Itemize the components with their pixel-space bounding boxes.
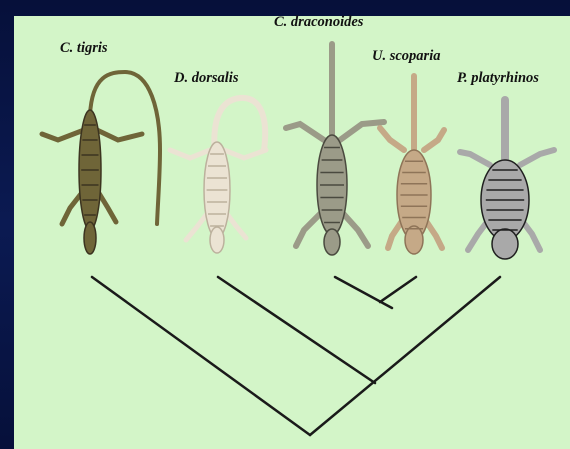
tree-branch-p-platyrhinos (310, 277, 500, 435)
tree-branch-d-dorsalis (218, 277, 375, 383)
tree-branch-c-draconoides (335, 277, 392, 308)
tree-branch-c-tigris (92, 277, 310, 435)
tree-branch-u-scoparia (380, 277, 416, 302)
